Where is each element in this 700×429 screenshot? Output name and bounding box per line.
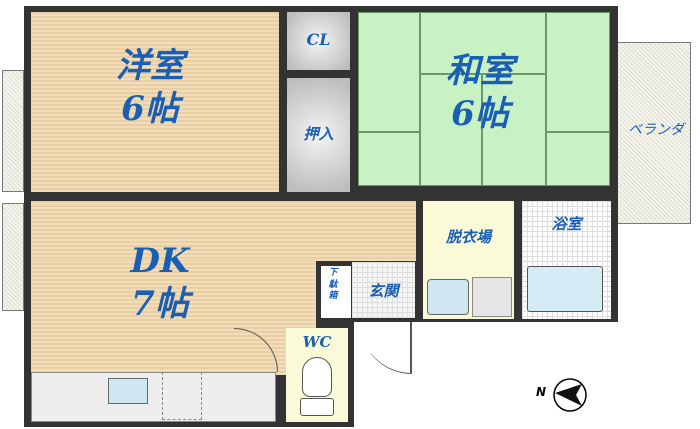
dk-name: DK (130, 241, 190, 281)
western-room-name: 洋室 (116, 46, 184, 86)
left-balcony-top (2, 70, 24, 192)
tatami-mat (420, 12, 546, 74)
western-room-size: 6帖 (121, 88, 179, 129)
japanese-room-name: 和室 (446, 51, 514, 91)
left-balcony-bottom (2, 203, 24, 311)
shoe-cabinet (321, 266, 351, 318)
shoe-cabinet-label: 下駄箱 (328, 268, 338, 302)
stove (162, 372, 202, 420)
tatami-mat (420, 74, 482, 186)
oshiire-label: 押入 (303, 125, 334, 143)
tatami-mat (546, 132, 610, 186)
washing-machine-pan (472, 277, 512, 317)
kitchen-counter (31, 372, 276, 422)
compass-icon (553, 378, 587, 412)
entrance-label: 玄関 (368, 282, 399, 300)
entrance (352, 262, 415, 318)
veranda (615, 42, 691, 224)
dk-size: 7帖 (131, 283, 189, 324)
tatami-mat (482, 74, 546, 186)
tatami-mat (546, 12, 610, 132)
bathtub (527, 266, 603, 312)
closet (287, 12, 350, 70)
western-room (31, 12, 279, 192)
dk-room (31, 201, 416, 261)
japanese-room (358, 12, 610, 186)
entrance-door[interactable] (360, 322, 412, 374)
dressing-room-label: 脱衣場 (445, 228, 491, 246)
toilet-tank (300, 398, 334, 416)
bathroom-label: 浴室 (551, 215, 582, 233)
toilet (302, 357, 332, 397)
compass-north-label: N (535, 385, 547, 399)
washbasin (427, 279, 469, 315)
kitchen-sink (108, 378, 148, 404)
japanese-room-size: 6帖 (451, 93, 509, 134)
wc-label: WC (302, 333, 332, 351)
tatami-mat (358, 12, 420, 132)
closet-label: CL (306, 30, 331, 49)
oshiire (287, 78, 350, 192)
veranda-label: ベランダ (628, 122, 684, 138)
tatami-mat (358, 132, 420, 186)
